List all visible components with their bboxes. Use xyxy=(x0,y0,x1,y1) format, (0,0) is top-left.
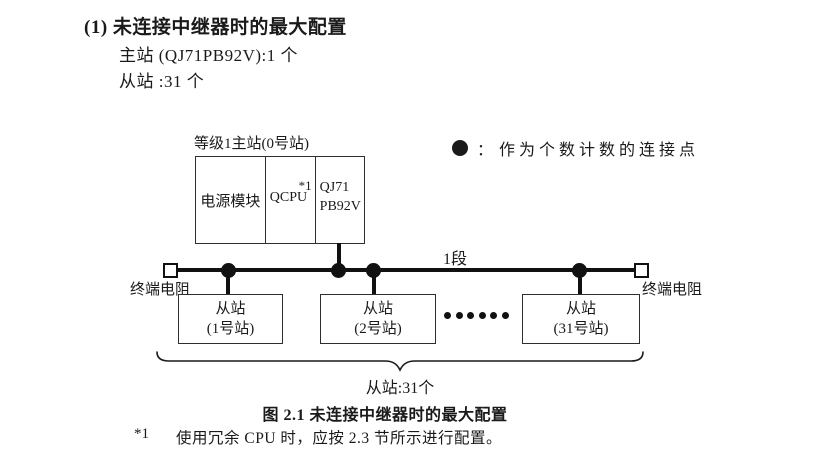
connection-point-icon xyxy=(452,140,468,156)
legend-text: 作为个数计数的连接点 xyxy=(499,142,700,159)
slave31-line2: (31号站) xyxy=(553,321,609,337)
slave31-drop-line xyxy=(578,270,582,295)
legend: ： 作为个数计数的连接点 xyxy=(452,136,699,160)
footnote-marker: *1 xyxy=(134,426,149,442)
qj71pb92v-label: QJ71 PB92V xyxy=(319,180,361,214)
power-module-cell: 电源模块 xyxy=(196,157,265,243)
bus-line xyxy=(177,268,635,272)
master-station-label: 等级1主站(0号站) xyxy=(194,136,309,152)
section-heading: (1) 未连接中继器时的最大配置 xyxy=(84,17,347,38)
qcpu-label: QCPU xyxy=(269,190,308,205)
slave-station-2-box: 从站 (2号站) xyxy=(320,294,436,344)
slave1-line2: (1号站) xyxy=(206,321,255,337)
connection-point-dot xyxy=(221,263,236,278)
connection-point-dot xyxy=(331,263,346,278)
qcpu-cell: *1 QCPU xyxy=(264,157,315,243)
legend-separator: ： xyxy=(477,142,494,159)
slave31-line1: 从站 xyxy=(565,301,596,317)
slave-count-line: 从站 :31 个 xyxy=(119,72,205,91)
terminating-resistor-left-label: 终端电阻 xyxy=(130,282,191,298)
segment-label: 1段 xyxy=(443,251,468,268)
slave1-line1: 从站 xyxy=(215,301,246,317)
power-module-label: 电源模块 xyxy=(200,193,261,210)
slave1-drop-line xyxy=(226,270,230,295)
qj71pb92v-cell: QJ71 PB92V xyxy=(314,157,364,243)
slave2-drop-line xyxy=(372,270,376,295)
slave-station-1-box: 从站 (1号站) xyxy=(178,294,283,344)
slave-station-31-box: 从站 (31号站) xyxy=(522,294,640,344)
footnote-text: 使用冗余 CPU 时，应按 2.3 节所示进行配置。 xyxy=(176,430,503,447)
brace-icon xyxy=(156,351,644,372)
terminating-resistor-left-icon xyxy=(163,263,178,278)
master-station-box: 电源模块 *1 QCPU QJ71 PB92V xyxy=(195,156,365,244)
figure-caption: 图 2.1 未连接中继器时的最大配置 xyxy=(262,407,508,424)
slave-total-label: 从站:31个 xyxy=(365,380,435,397)
connection-point-dot xyxy=(366,263,381,278)
slave2-line2: (2号站) xyxy=(354,321,402,337)
master-drop-line xyxy=(337,243,341,270)
master-count-line: 主站 (QJ71PB92V):1 个 xyxy=(119,46,299,65)
terminating-resistor-right-icon xyxy=(634,263,649,278)
slave2-line1: 从站 xyxy=(362,301,393,317)
connection-point-dot xyxy=(572,263,587,278)
ellipsis-dots-icon xyxy=(444,312,509,319)
footnote-ref-marker: *1 xyxy=(298,178,312,193)
terminating-resistor-right-label: 终端电阻 xyxy=(642,282,703,298)
